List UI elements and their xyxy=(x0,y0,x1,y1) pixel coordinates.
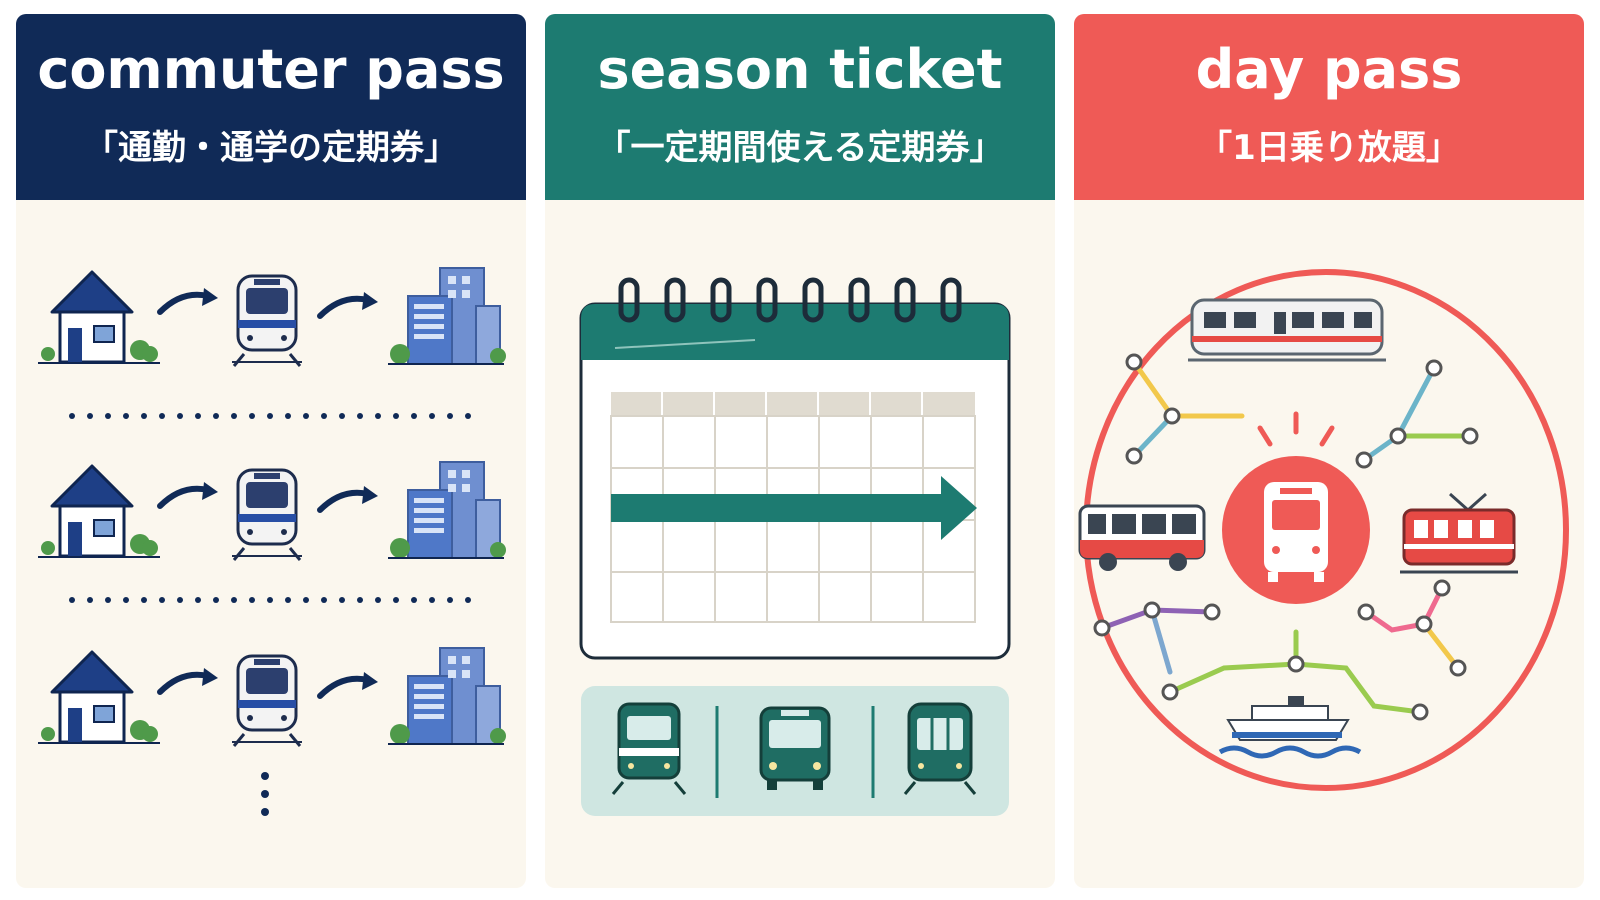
day-pass-subtitle: 「1日乗り放題」 xyxy=(1198,128,1460,168)
dotted-separator xyxy=(69,413,471,419)
train-front-icon xyxy=(611,702,687,795)
season-ticket-header: season ticket 「一定期間使える定期券」 xyxy=(545,14,1055,200)
commuter-pass-panel: commuter pass 「通勤・通学の定期券」 xyxy=(16,14,526,888)
day-pass-title: day pass xyxy=(1195,38,1463,101)
alert-rays-icon xyxy=(1257,411,1335,447)
bus-front-icon xyxy=(759,706,831,790)
commuter-pass-header: commuter pass 「通勤・通学の定期券」 xyxy=(16,14,526,200)
ferry-icon xyxy=(1218,696,1362,759)
calendar-icon xyxy=(579,277,1011,660)
season-ticket-panel: season ticket 「一定期間使える定期券」 xyxy=(545,14,1055,888)
dotted-separator xyxy=(69,597,471,603)
commuter-pass-title: commuter pass xyxy=(37,38,505,101)
commuter-illustration xyxy=(16,200,526,816)
day-pass-illustration xyxy=(1078,269,1569,791)
season-ticket-subtitle: 「一定期間使える定期券」 xyxy=(596,128,1004,168)
season-ticket-title: season ticket xyxy=(597,38,1003,101)
commuter-pass-subtitle: 「通勤・通学の定期券」 xyxy=(84,128,458,168)
vertical-ellipsis-icon xyxy=(261,772,269,816)
train-side-icon xyxy=(1188,298,1386,362)
route-map-icon xyxy=(1093,353,1479,721)
commute-row-1 xyxy=(38,268,506,366)
tram-side-icon xyxy=(1400,492,1518,574)
vehicle-strip xyxy=(581,686,1009,816)
day-pass-panel: day pass 「1日乗り放題」 xyxy=(1074,14,1584,888)
season-illustration xyxy=(579,277,1011,816)
commute-row-2 xyxy=(38,462,506,560)
tram-front-icon xyxy=(903,702,977,795)
commute-row-3 xyxy=(38,648,506,746)
bus-front-badge-icon xyxy=(1222,456,1370,604)
day-pass-header: day pass 「1日乗り放題」 xyxy=(1074,14,1584,200)
period-arrow-icon xyxy=(611,476,977,540)
bus-side-icon xyxy=(1078,504,1206,571)
